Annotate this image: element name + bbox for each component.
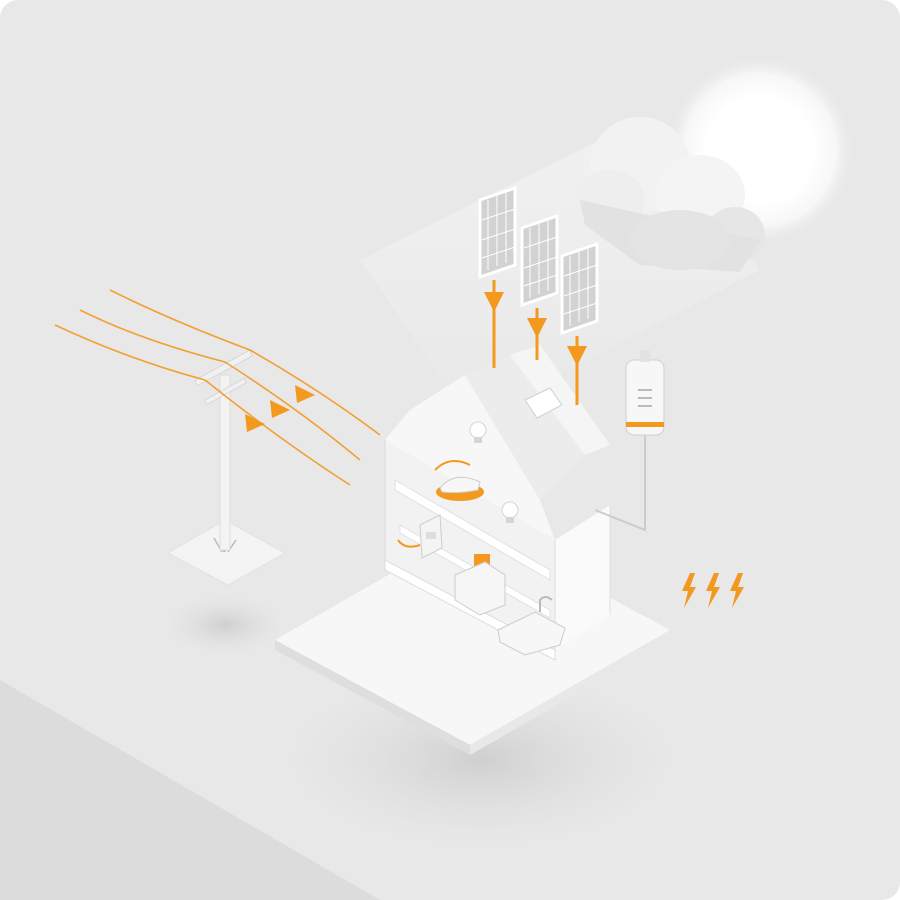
electric-meter-icon [397,514,443,559]
house-icon [384,345,611,661]
arrow-icon [245,385,315,432]
cloud-icon [575,117,765,272]
light-bulb-icon [501,501,519,523]
bathtub-icon [497,596,566,656]
iron-icon [434,460,484,501]
solar-panel-icon [478,185,517,280]
ground-shadow [280,670,680,850]
pole-shadow [165,595,285,655]
light-bulb-icon [469,421,487,443]
background-shadow [0,680,380,900]
power-line-icon [54,289,381,486]
battery-icon [594,350,665,532]
toaster-icon [454,554,506,616]
pole-base [166,519,287,586]
arrow-down-icon [484,292,587,366]
solar-panel-icon [520,213,559,308]
power-pole-icon [194,349,253,551]
lightning-icon [682,573,744,608]
solar-panel-icon [560,241,599,336]
